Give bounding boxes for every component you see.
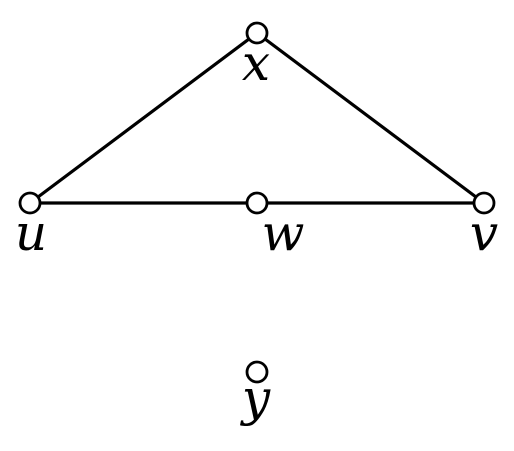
node-v — [472, 191, 496, 215]
node-label-w: w — [262, 204, 305, 262]
node-label-x: x — [242, 34, 270, 92]
node-u — [18, 191, 42, 215]
labels-layer: x u w v y — [15, 34, 498, 427]
node-w — [245, 191, 269, 215]
node-y — [245, 360, 269, 384]
edges-layer — [28, 31, 486, 205]
nodes-layer — [18, 21, 496, 384]
node-label-y: y — [240, 369, 271, 427]
node-label-u: u — [15, 204, 47, 262]
edge-u-x — [28, 31, 259, 205]
edge-x-v — [255, 31, 486, 205]
node-x — [245, 21, 269, 45]
node-label-v: v — [470, 204, 498, 262]
